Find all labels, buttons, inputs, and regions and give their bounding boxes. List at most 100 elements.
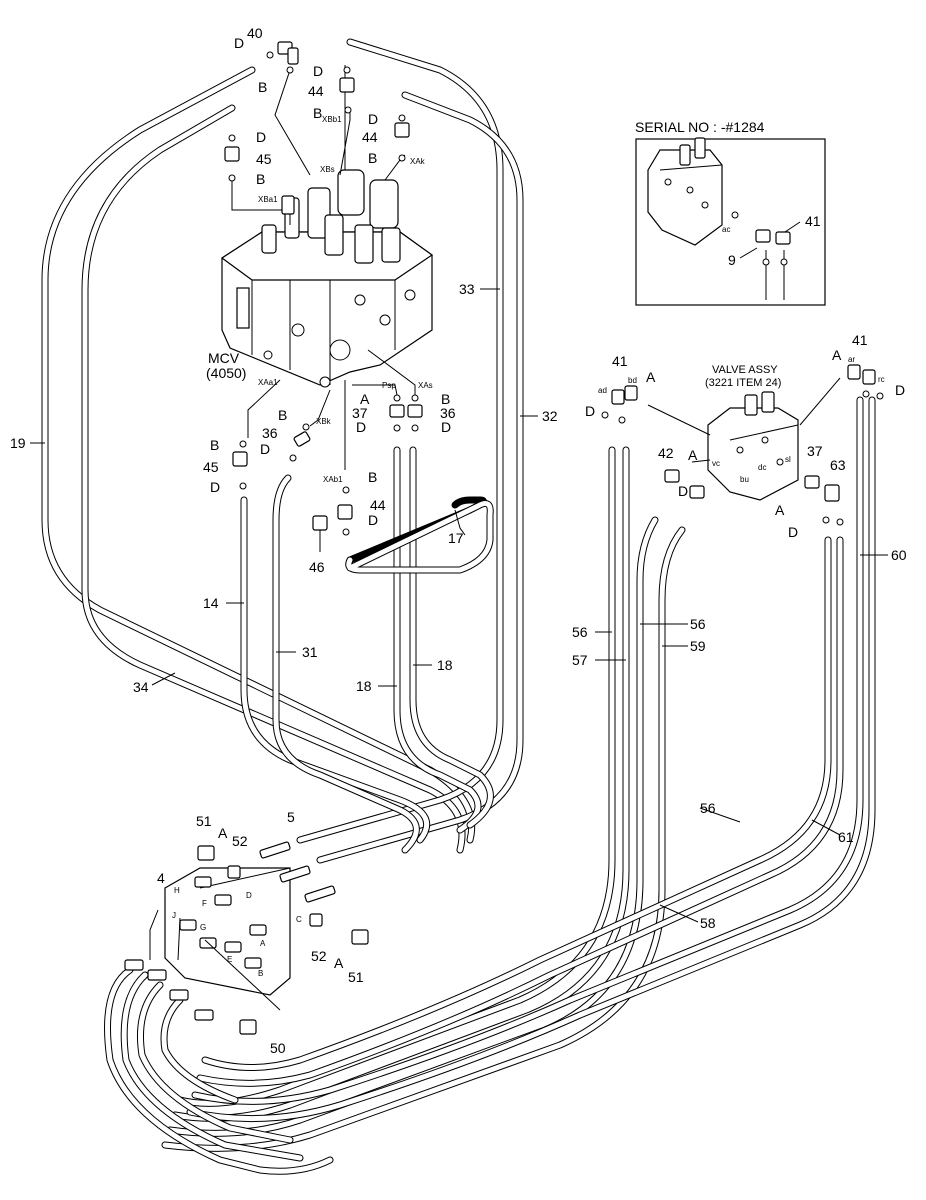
hose-34 <box>81 104 466 854</box>
port-label: sl <box>785 455 791 464</box>
callout-37: 37 <box>807 443 823 459</box>
port-label: rc <box>878 375 885 384</box>
part-callouts: 40 44 44 45 45 36 36 37 37 44 46 17 14 3… <box>10 25 907 1056</box>
port-label: XAk <box>410 157 426 166</box>
callout-56: 56 <box>572 624 588 640</box>
letter-tags: D B D B D B D B A D B D B D B D B D A D … <box>210 35 905 971</box>
lower-hose-bundle <box>104 966 334 1175</box>
callout-44: 44 <box>308 83 324 99</box>
manifold-letter: G <box>200 923 206 932</box>
letter-tag: D <box>356 419 366 435</box>
port-label: bd <box>628 376 637 385</box>
letter-tag: D <box>585 403 595 419</box>
port-label: bu <box>740 475 749 484</box>
callout-51: 51 <box>196 813 212 829</box>
callout-59: 59 <box>690 638 706 654</box>
bottom-manifold <box>124 841 369 1035</box>
manifold-letter: F <box>202 899 207 908</box>
callout-18: 18 <box>356 678 372 694</box>
callout-57: 57 <box>572 652 588 668</box>
callout-45: 45 <box>256 151 272 167</box>
callout-44: 44 <box>370 497 386 513</box>
hose-17 <box>345 496 494 574</box>
callout-44: 44 <box>362 129 378 145</box>
valve-assy-ref-label: (3221 ITEM 24) <box>705 377 781 389</box>
letter-tag: A <box>334 955 344 971</box>
callout-14: 14 <box>203 595 219 611</box>
callout-61: 61 <box>838 829 854 845</box>
letter-tag: B <box>368 150 377 166</box>
letter-tag: A <box>688 447 698 463</box>
letter-tag: B <box>256 171 265 187</box>
letter-tag: B <box>441 391 450 407</box>
letter-tag: A <box>218 825 228 841</box>
port-label: ad <box>598 386 607 395</box>
port-label: XBk <box>316 417 332 426</box>
port-label: Psp <box>382 381 396 390</box>
letter-tag: D <box>313 63 323 79</box>
letter-tag: D <box>234 35 244 51</box>
callout-40: 40 <box>247 25 263 41</box>
callout-34: 34 <box>133 679 149 695</box>
manifold-letter: D <box>246 891 252 900</box>
callout-31: 31 <box>302 644 318 660</box>
callout-51: 51 <box>348 969 364 985</box>
port-label: dc <box>758 463 766 472</box>
letter-tag: D <box>368 111 378 127</box>
mcv-block <box>220 169 434 388</box>
letter-tag: D <box>368 512 378 528</box>
callout-46: 46 <box>309 559 325 575</box>
port-label: XBa1 <box>258 195 278 204</box>
hose-58-61-60 <box>186 396 876 1123</box>
hose-18b <box>409 446 494 829</box>
letter-tag: D <box>260 441 270 457</box>
callout-52: 52 <box>311 948 327 964</box>
callout-41: 41 <box>805 213 821 229</box>
callout-45: 45 <box>203 459 219 475</box>
callout-19: 19 <box>10 435 26 451</box>
serial-number-label: SERIAL NO : -#1284 <box>635 119 765 135</box>
callout-4: 4 <box>157 870 165 886</box>
letter-tag: D <box>256 129 266 145</box>
callout-42: 42 <box>658 445 674 461</box>
callout-leaders <box>30 221 888 923</box>
callout-17: 17 <box>448 530 464 546</box>
callout-52: 52 <box>232 833 248 849</box>
static-labels: MCV (4050) VALVE ASSY (3221 ITEM 24) SER… <box>206 119 781 389</box>
valve-assy-block <box>647 377 841 501</box>
manifold-letter: J <box>172 911 176 920</box>
port-label: ar <box>848 355 855 364</box>
manifold-letter: C <box>296 915 302 924</box>
callout-36: 36 <box>262 425 278 441</box>
letter-tag: D <box>678 483 688 499</box>
manifold-letter: E <box>227 955 232 964</box>
serial-inset <box>635 137 826 306</box>
callout-5: 5 <box>287 809 295 825</box>
valve-assy-label: VALVE ASSY <box>712 364 778 376</box>
callout-9: 9 <box>728 252 736 268</box>
callout-56: 56 <box>700 800 716 816</box>
port-label: XBb1 <box>322 115 342 124</box>
callout-63: 63 <box>830 457 846 473</box>
right-fittings <box>601 364 884 526</box>
letter-tag: D <box>441 419 451 435</box>
callout-60: 60 <box>891 547 907 563</box>
port-label: XAa1 <box>258 378 278 387</box>
letter-tag: D <box>895 382 905 398</box>
mcv-label: MCV <box>208 350 240 366</box>
letter-tag: A <box>360 391 370 407</box>
manifold-letter: H <box>174 886 180 895</box>
letter-tag: B <box>210 437 219 453</box>
callout-32: 32 <box>542 408 558 424</box>
letter-tag: B <box>313 105 322 121</box>
letter-tag: A <box>646 369 656 385</box>
manifold-letter: A <box>260 939 266 948</box>
callout-41: 41 <box>852 332 868 348</box>
callout-18: 18 <box>437 657 453 673</box>
callout-41: 41 <box>612 353 628 369</box>
callout-36: 36 <box>440 405 456 421</box>
letter-tag: B <box>258 79 267 95</box>
letter-tag: A <box>832 347 842 363</box>
port-label: vc <box>712 459 720 468</box>
